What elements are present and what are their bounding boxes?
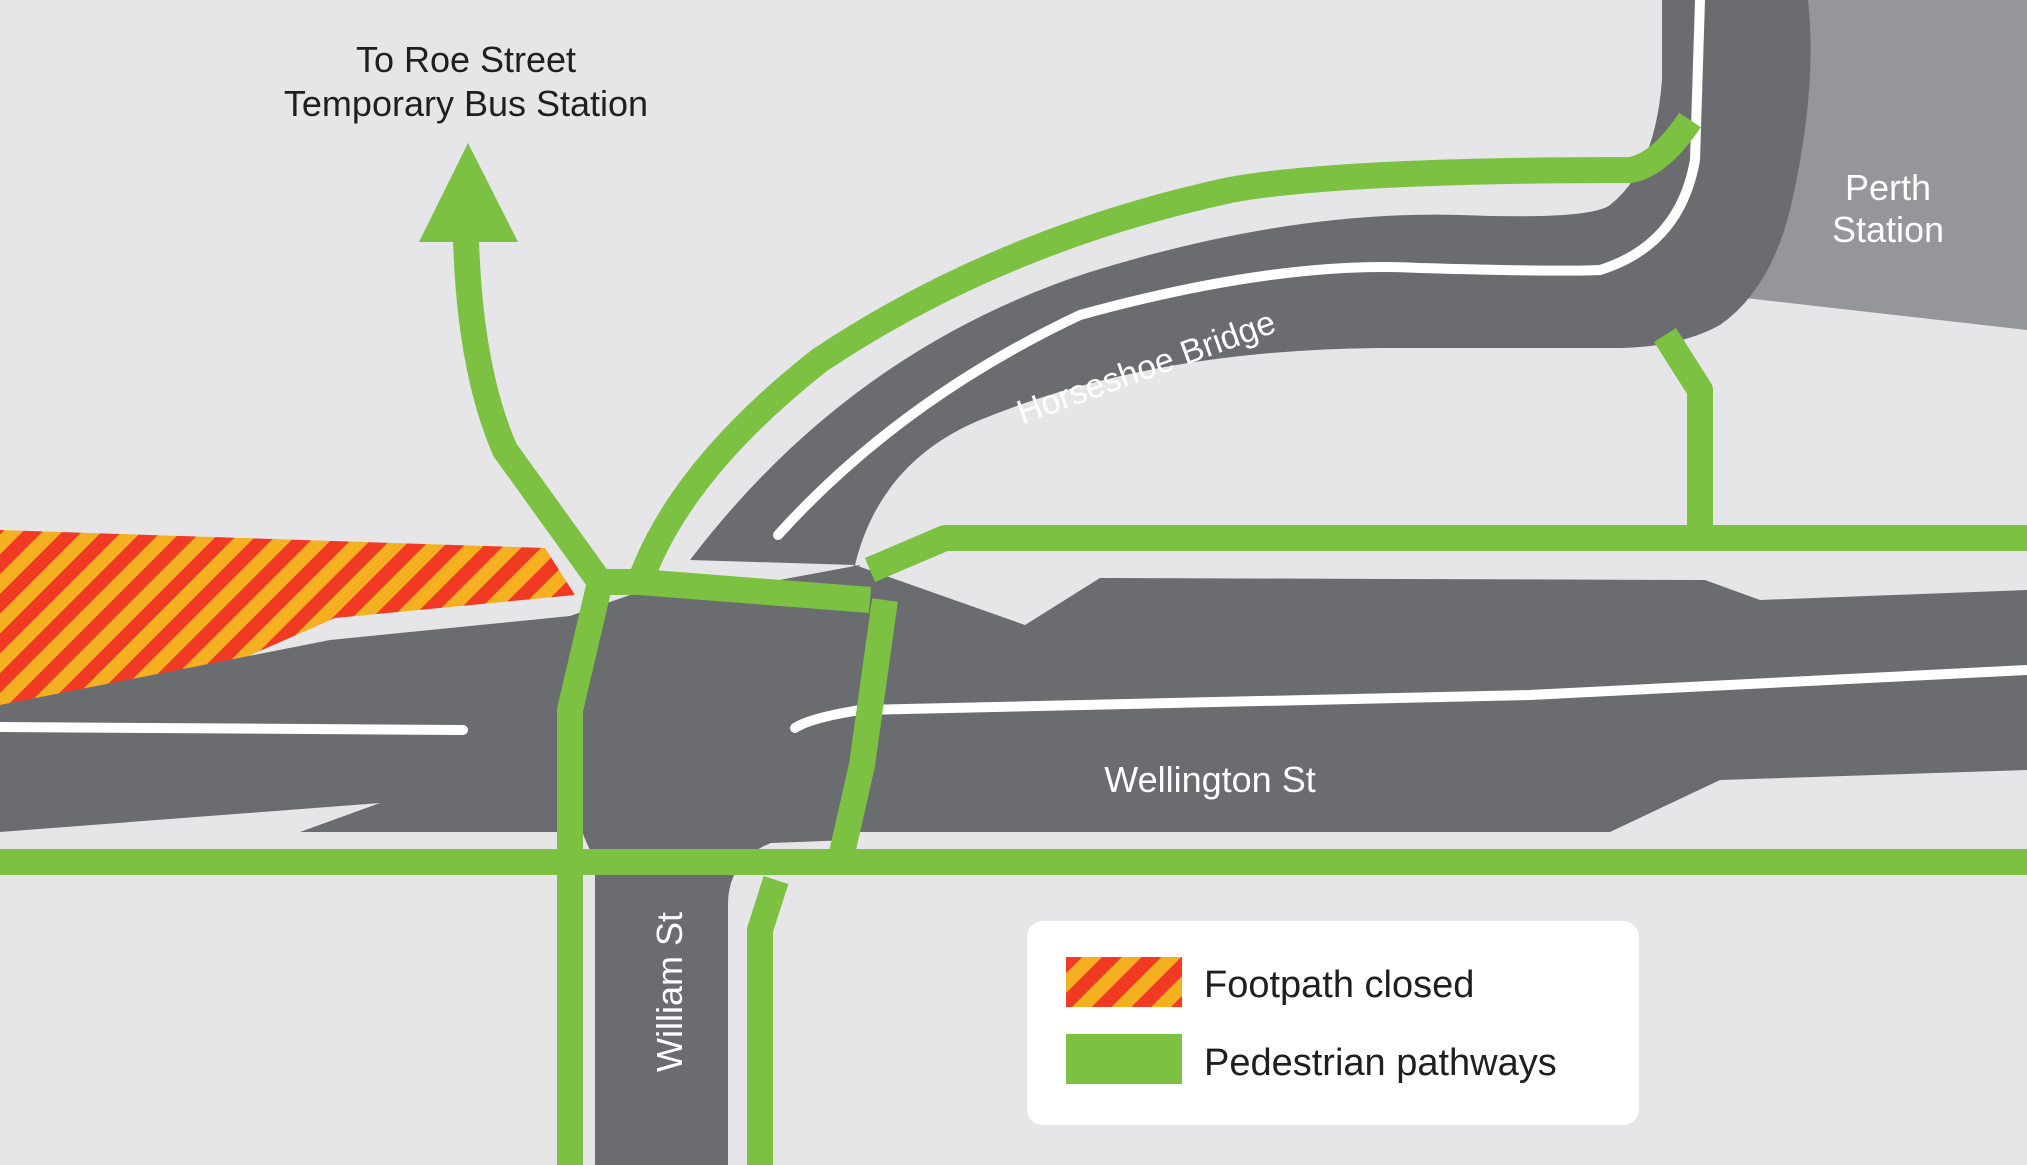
wellington-st-label: Wellington St (1104, 759, 1315, 800)
william-st-road (595, 790, 820, 1165)
legend-label-closed: Footpath closed (1204, 964, 1474, 1006)
william-st-label: William St (649, 912, 690, 1072)
perth-station-label-line2: Station (1832, 209, 1944, 250)
perth-station-label-line1: Perth (1845, 167, 1931, 208)
destination-label-line2: Temporary Bus Station (284, 83, 648, 124)
wellington-st-road (0, 565, 2027, 832)
arrow-to-roe-street (419, 143, 518, 242)
perth-station-building (1745, 0, 2027, 330)
destination-label-line1: To Roe Street (356, 39, 576, 80)
closed-footpath-area (0, 530, 575, 765)
pedestrian-pathways (0, 112, 2027, 1165)
legend-panel (1027, 921, 1639, 1125)
legend: Footpath closed Pedestrian pathways (1027, 921, 1639, 1125)
legend-swatch-closed (1066, 957, 1182, 1007)
legend-label-pathway: Pedestrian pathways (1204, 1042, 1557, 1084)
legend-swatch-pathway (1066, 1034, 1182, 1084)
intersection-road (565, 565, 860, 850)
